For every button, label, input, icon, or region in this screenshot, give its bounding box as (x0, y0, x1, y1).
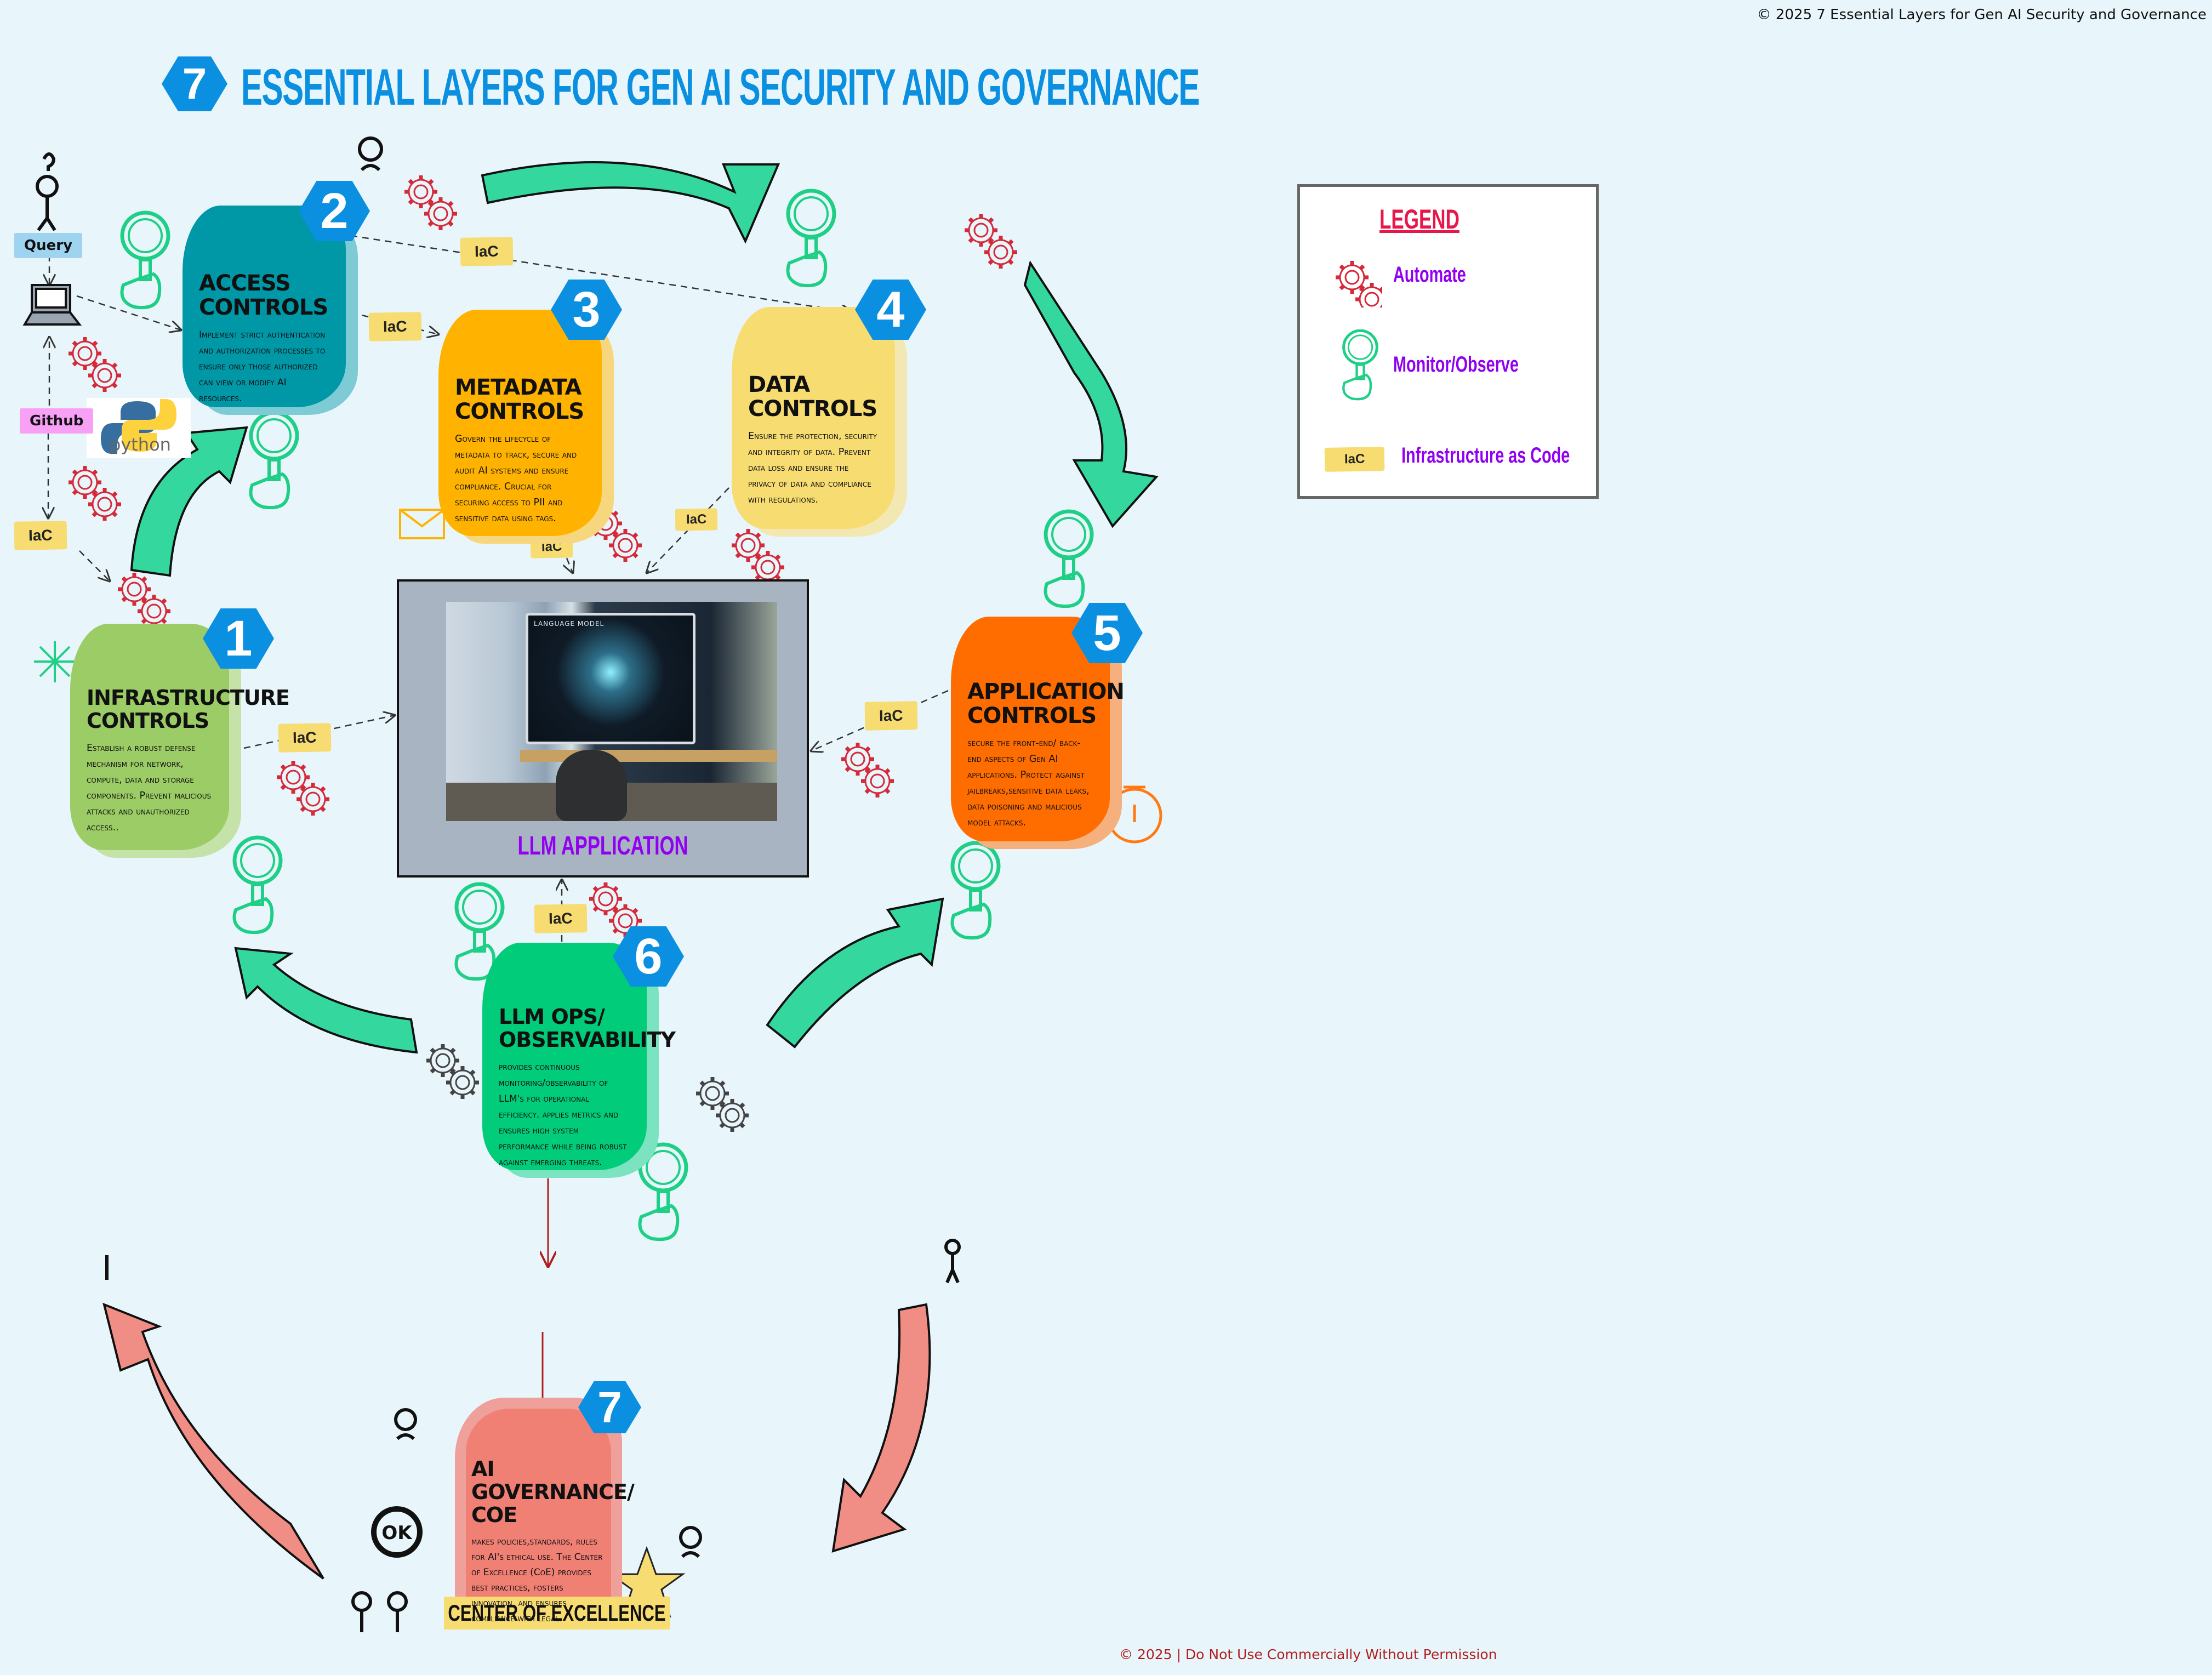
layer-description: Govern the lifecycle of metadata to trac… (455, 434, 577, 524)
layer-title: Metadata (455, 375, 581, 400)
layer-card-access-controls: AccessControls Implement strict authenti… (183, 206, 358, 415)
layer-card-data-controls: DataControls Ensure the protection, secu… (732, 307, 907, 537)
iac-tag: IaC (864, 701, 918, 731)
governance-arrow-left (102, 1302, 324, 1580)
page-title: ESSENTIAL LAYERS FOR GEN AI SECURITY AND… (241, 58, 1200, 116)
layer-card-ai-governance: AI Governance/COE makes policies,standar… (455, 1398, 635, 1624)
cycle-arrow-right (1023, 260, 1159, 528)
layer-title: Controls (199, 295, 328, 320)
governance-arrow-right (831, 1303, 931, 1553)
iac-tag: IaC (675, 508, 718, 531)
legend-label-iac: Infrastructure as Code (1401, 443, 1570, 468)
github-tag: Github (20, 408, 94, 434)
layer-card-infrastructure-controls: InfrastructureControls Establish a robus… (70, 624, 290, 858)
query-tag: Query (14, 233, 83, 258)
layer-description: Establish a robust defense mechanism for… (87, 742, 212, 833)
legend-title: LEGEND (1379, 204, 1460, 235)
iac-tag: IaC (278, 723, 332, 753)
screen-caption: LANGUAGE MODEL (534, 620, 605, 628)
layer-card-llm-ops: LLM Ops/Observability provides continuou… (482, 943, 676, 1178)
ok-icon: OK (381, 1522, 413, 1544)
layer-title: Observability (499, 1027, 676, 1052)
top-copyright: © 2025 7 Essential Layers for Gen AI Sec… (1757, 7, 2207, 23)
layer-description: Ensure the protection, security and inte… (748, 431, 877, 505)
iac-tag: IaC (534, 904, 588, 933)
layer-title: Access (199, 271, 291, 296)
title-number-badge: 7 (162, 56, 227, 111)
layer-title: Controls (455, 399, 584, 424)
layer-title: Application (967, 679, 1125, 704)
layer-title: Infrastructure (87, 686, 290, 710)
layer-title: Controls (748, 396, 877, 421)
cycle-arrow-bottom-left (234, 947, 418, 1054)
bottom-copyright: © 2025 | Do Not Use Commercially Without… (1119, 1646, 1497, 1662)
envelope-icon (399, 509, 445, 539)
layer-number-badge: 1 (203, 608, 274, 669)
magnifier-hand-icon (1333, 329, 1388, 401)
layer-description: provides continuous monitoring/observabi… (499, 1061, 627, 1168)
cycle-arrow-bottom-right (766, 897, 944, 1049)
layer-title: AI Governance/ (471, 1457, 635, 1504)
llm-application-panel: LANGUAGE MODEL LLM APPLICATION (397, 579, 809, 878)
layer-description: Implement strict authentication and auth… (199, 329, 326, 404)
laptop-icon (22, 284, 82, 326)
legend-iac-tag: IaC (1324, 447, 1385, 472)
python-label: python (110, 434, 171, 455)
sparkle-icon (34, 641, 76, 682)
layer-description: secure the front-end/ back-end aspects o… (967, 738, 1090, 828)
legend-label-monitor: Monitor/Observe (1393, 352, 1519, 377)
layer-title: COE (471, 1502, 517, 1527)
layer-card-application-controls: ApplicationControls secure the front-end… (951, 617, 1125, 849)
layer-card-metadata-controls: MetadataControls Govern the lifecycle of… (438, 310, 614, 544)
layer-title: Controls (87, 708, 209, 733)
cycle-arrow-top (481, 161, 780, 244)
iac-tag: IaC (460, 237, 514, 266)
gears-icon (1333, 258, 1382, 307)
llm-office-image: LANGUAGE MODEL (446, 602, 777, 821)
llm-application-label: LLM APPLICATION (517, 831, 688, 861)
layer-title: LLM Ops/ (499, 1005, 605, 1029)
legend-label-automate: Automate (1393, 263, 1466, 287)
iac-tag: IaC (368, 312, 422, 341)
dashboard-screen: LANGUAGE MODEL (526, 613, 695, 744)
legend: LEGEND Automate Monitor/Observe IaC Infr… (1297, 184, 1599, 499)
coe-banner: CENTER OF EXCELLENCE (444, 1597, 670, 1630)
iac-tag-pipeline: IaC (14, 521, 67, 550)
layer-number-badge: 2 (299, 181, 370, 241)
layer-title: Controls (967, 703, 1097, 728)
layer-title: Data (748, 372, 810, 397)
layer-description: makes policies,standards, rules for AI's… (471, 1536, 603, 1625)
